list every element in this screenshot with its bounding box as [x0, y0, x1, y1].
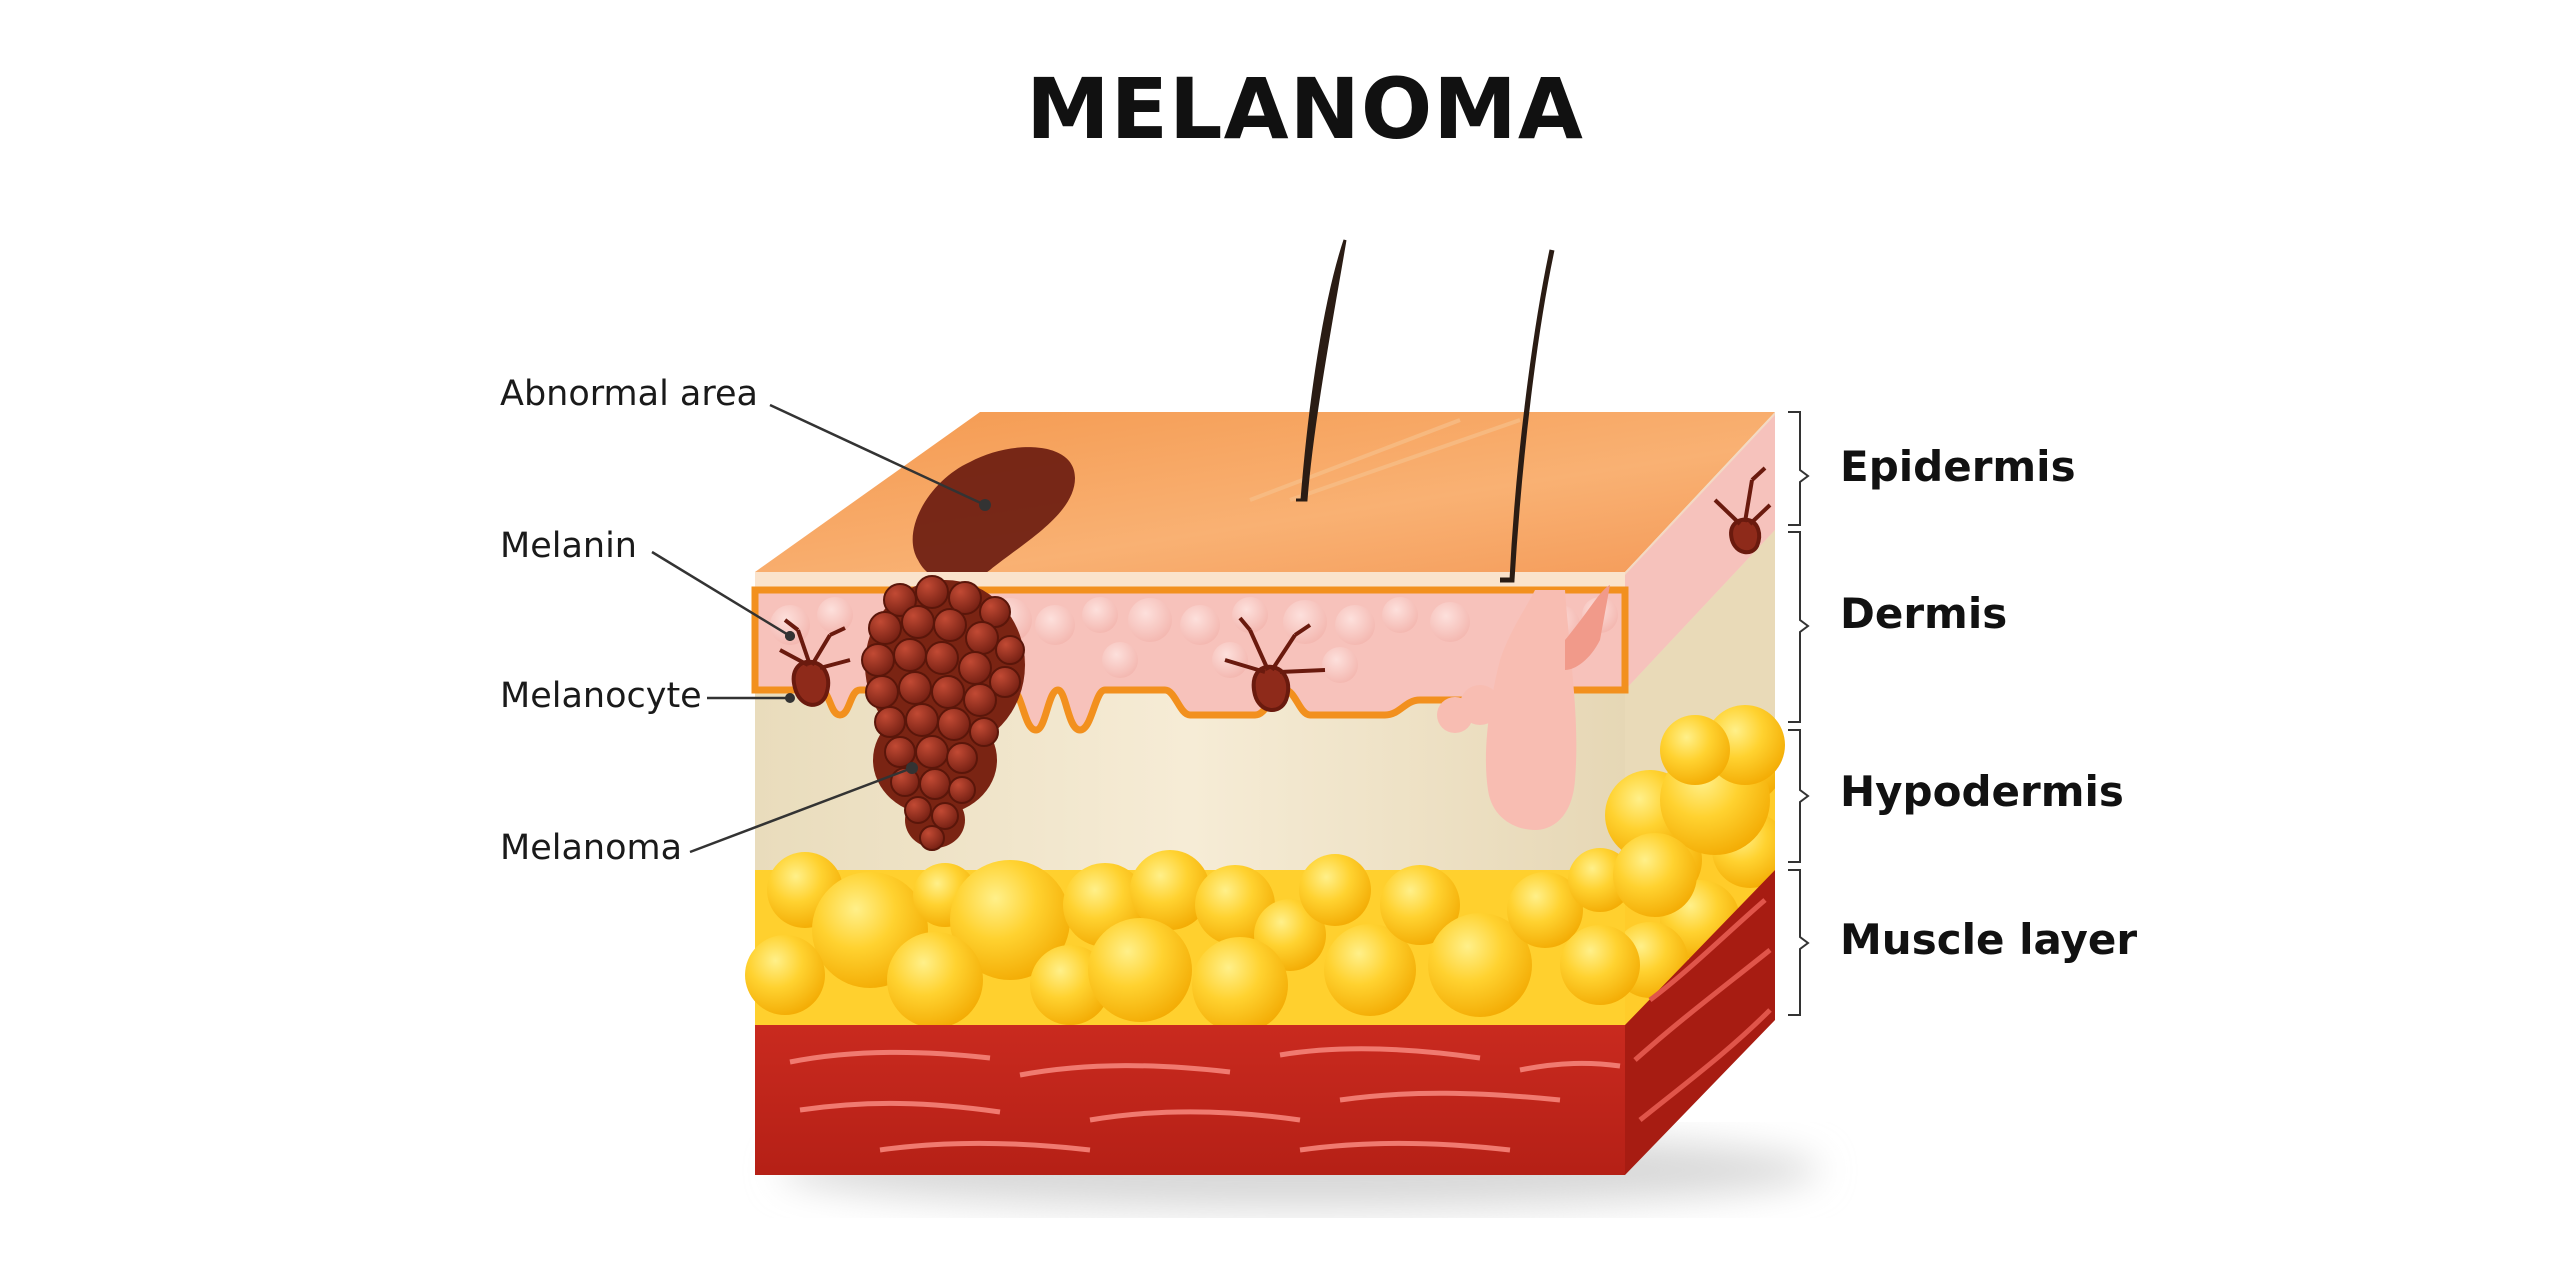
label-abnormal-area: Abnormal area: [500, 374, 758, 414]
abnormal-area-spot: [912, 447, 1075, 583]
layer-braces: [1788, 411, 1810, 1016]
epidermis-top-surface: [755, 412, 1775, 572]
page-title: MELANOMA: [1026, 60, 1584, 158]
leader-lines: [651, 403, 986, 854]
label-muscle-layer: Muscle layer: [1840, 915, 2138, 964]
dermis-bumps: [770, 597, 1618, 683]
label-hypodermis: Hypodermis: [1840, 767, 2124, 816]
fat-layer: [745, 848, 1640, 1033]
leader-dot-melanocyte: [785, 693, 795, 703]
melanocyte-left: [779, 618, 851, 707]
label-dermis: Dermis: [1840, 589, 2008, 638]
fat-bubbles-right: [1605, 705, 1785, 917]
muscle-front: [755, 1025, 1625, 1175]
leader-dot-melanoma: [906, 762, 918, 774]
hair-2: [1500, 249, 1555, 583]
melanoma-cluster: [861, 575, 1025, 851]
label-melanocyte: Melanocyte: [500, 676, 702, 716]
label-epidermis: Epidermis: [1840, 442, 2076, 491]
hair-1: [1296, 239, 1347, 502]
melanocyte-right: [1713, 466, 1772, 555]
label-melanoma: Melanoma: [500, 828, 683, 868]
melanocyte-middle: [1224, 616, 1326, 712]
side-muscle: [1625, 870, 1775, 1175]
muscle-stripes: [789, 1046, 1621, 1153]
leader-dot-abnormal: [979, 499, 991, 511]
leader-dot-melanin: [785, 631, 795, 641]
hair-follicle: [1437, 585, 1610, 830]
label-melanin: Melanin: [500, 526, 637, 566]
